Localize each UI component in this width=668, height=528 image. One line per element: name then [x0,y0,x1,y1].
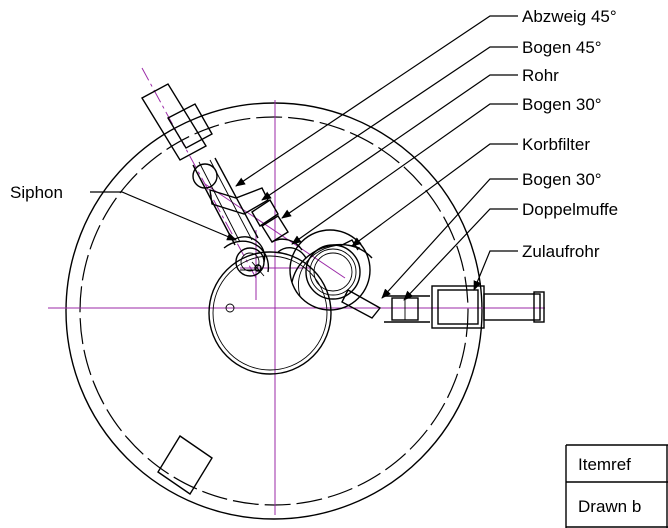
bottom-access [157,435,213,495]
label-zulaufrohr: Zulaufrohr [522,242,600,261]
inner-shaft [208,251,332,375]
label-bogen-30-a: Bogen 30° [522,95,602,114]
tank-outline [65,102,483,520]
title-block: Itemref Drawn b [565,444,668,528]
leader-lines [90,15,518,301]
label-abzweig-45: Abzweig 45° [522,7,617,26]
siphon-pipe [141,83,269,277]
korbfilter [289,229,373,311]
label-bogen-45: Bogen 45° [522,38,602,57]
label-doppelmuffe: Doppelmuffe [522,200,618,219]
label-siphon: Siphon [10,183,63,202]
label-korbfilter: Korbfilter [522,135,590,154]
centerlines [48,67,545,515]
label-bogen-30-b: Bogen 30° [522,170,602,189]
zulauf [341,285,545,329]
label-rohr: Rohr [522,66,559,85]
title-block-drawn-by: Drawn b [578,497,641,516]
callout-labels: Abzweig 45° Bogen 45° Rohr Bogen 30° Kor… [10,7,618,261]
title-block-itemref: Itemref [578,455,631,474]
